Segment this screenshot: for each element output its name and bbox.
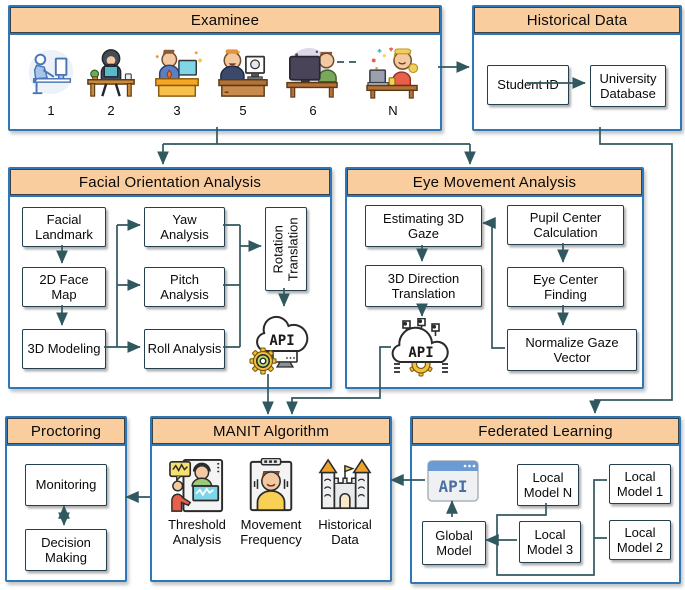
federated-api-iconbox: API <box>427 460 479 502</box>
examinee-title: Examinee <box>10 7 440 35</box>
examinee-member-label: 5 <box>239 103 247 118</box>
local-model-3-node: Local Model 3 <box>519 521 581 563</box>
roll-analysis-node: Roll Analysis <box>144 329 225 369</box>
examinee-member-n: N <box>364 47 422 118</box>
examinee-member-label: N <box>388 103 398 118</box>
eye-center-node: Eye Center Finding <box>507 267 624 307</box>
manit-item-label: Historical Data <box>318 517 372 547</box>
normalize-gaze-node: Normalize Gaze Vector <box>507 329 637 371</box>
examinee-member-label: 6 <box>309 103 317 118</box>
examinee-member-label: 3 <box>173 103 181 118</box>
examinee-member-label: 1 <box>47 103 55 118</box>
examinee-member-3: 3 <box>148 47 206 118</box>
local-model-2-node: Local Model 2 <box>609 520 671 560</box>
examinee-member-label: 2 <box>107 103 115 118</box>
manit-title: MANIT Algorithm <box>152 418 390 446</box>
api-cloud-circuit-icon: API <box>391 318 449 377</box>
panel-examinee: Examinee 1 <box>8 5 442 131</box>
examinee-1-icon <box>28 49 74 95</box>
monitoring-node: Monitoring <box>25 464 107 506</box>
manit-item-label: Threshold Analysis <box>168 517 226 547</box>
examinee-member-1: 1 <box>22 47 80 118</box>
examinee-3-icon <box>155 49 203 97</box>
proctoring-title: Proctoring <box>7 418 125 446</box>
panel-federated: Federated Learning API Local Model N Loc… <box>410 416 681 584</box>
rotation-translation-node: Rotation Translation <box>265 207 307 291</box>
movement-frequency-icon <box>249 458 293 512</box>
manit-item-threshold: Threshold Analysis <box>160 458 234 548</box>
panel-facial-orientation: Facial Orientation Analysis Facial Landm… <box>8 167 332 389</box>
examinee-2-icon <box>87 49 135 97</box>
historical-data-castle-icon <box>318 458 372 510</box>
student-id-node: Student ID <box>487 65 569 105</box>
panel-manit: MANIT Algorithm Threshold Anal <box>150 416 392 582</box>
facial-landmark-node: Facial Landmark <box>22 207 106 247</box>
facial-api-label: API <box>269 333 294 349</box>
federated-api-label: API <box>439 477 468 496</box>
decision-making-node: Decision Making <box>25 529 107 571</box>
local-model-n-node: Local Model N <box>517 464 579 506</box>
university-database-node: University Database <box>590 65 666 107</box>
eye-api-label: API <box>408 345 433 361</box>
eye-api-iconbox: API <box>387 317 455 381</box>
examinee-n-icon <box>366 47 419 99</box>
pupil-center-node: Pupil Center Calculation <box>507 205 624 245</box>
panel-historical-data: Historical Data Student ID University Da… <box>472 5 682 131</box>
panel-eye-movement: Eye Movement Analysis Estimating 3D Gaze… <box>345 167 644 389</box>
api-cloud-gear-icon: API <box>249 315 309 375</box>
historical-data-title: Historical Data <box>474 7 680 35</box>
examinee-5-icon <box>218 49 268 97</box>
manit-item-historical: Historical Data <box>308 458 382 548</box>
direction-translation-3d-node: 3D Direction Translation <box>365 265 482 307</box>
gear-icon <box>249 347 277 375</box>
modeling-3d-node: 3D Modeling <box>22 329 106 369</box>
api-browser-icon: API <box>427 460 479 502</box>
examinee-6-icon <box>286 47 338 98</box>
threshold-analysis-icon <box>169 458 224 513</box>
manit-item-label: Movement Frequency <box>240 517 302 547</box>
examinee-member-5: 5 <box>214 47 272 118</box>
eye-movement-title: Eye Movement Analysis <box>347 169 642 197</box>
local-model-1-node: Local Model 1 <box>609 464 671 504</box>
panel-proctoring: Proctoring Monitoring Decision Making <box>5 416 127 582</box>
estimating-3d-gaze-node: Estimating 3D Gaze <box>365 205 482 247</box>
yaw-analysis-node: Yaw Analysis <box>144 207 225 247</box>
pitch-analysis-node: Pitch Analysis <box>144 267 225 307</box>
face-map-2d-node: 2D Face Map <box>22 267 106 307</box>
manit-items: Threshold Analysis Movement Frequency <box>160 458 382 548</box>
examinee-member-6: 6 <box>284 47 342 118</box>
global-model-node: Global Model <box>422 521 486 565</box>
facial-api-iconbox: API <box>246 310 310 378</box>
facial-orientation-title: Facial Orientation Analysis <box>10 169 330 197</box>
examinee-member-2: 2 <box>82 47 140 118</box>
federated-title: Federated Learning <box>412 418 679 446</box>
manit-item-movement: Movement Frequency <box>234 458 308 548</box>
